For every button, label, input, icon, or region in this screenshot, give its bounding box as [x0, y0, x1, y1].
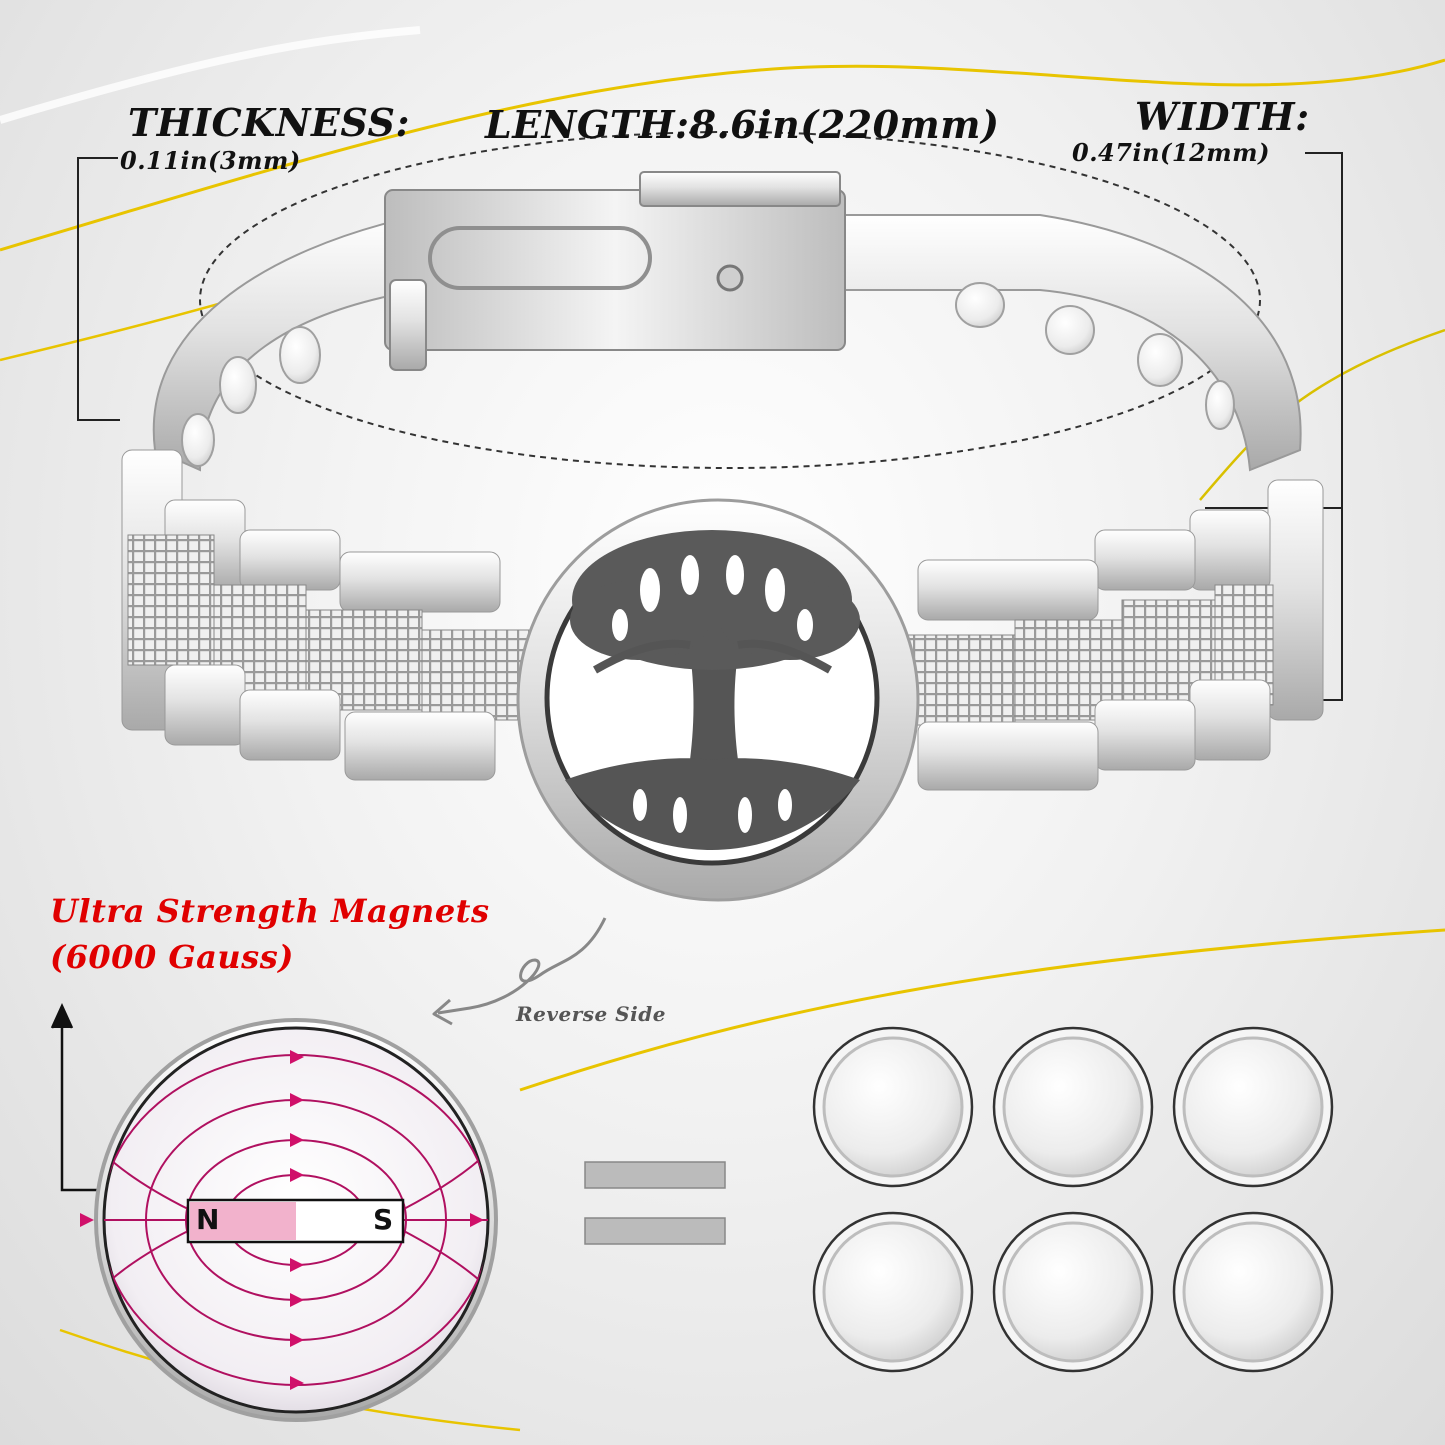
magnet-disc: [992, 1211, 1154, 1373]
north-pole-label: N: [196, 1203, 220, 1236]
equals-sign-icon: [584, 1161, 726, 1245]
magnet-disc: [992, 1026, 1154, 1188]
thickness-label: THICKNESS:: [128, 100, 411, 145]
magnet-disc: [1172, 1026, 1334, 1188]
bracelet-front-right: [904, 479, 1324, 791]
magnet-discs: [812, 1026, 1334, 1373]
curved-arrow-icon: [432, 917, 607, 1026]
bracelet-back: [152, 171, 1302, 472]
magnetic-field-icon: [80, 1018, 498, 1422]
magnet-strength-title: Ultra Strength Magnets: [50, 892, 490, 930]
bracelet-front-left: [121, 449, 543, 781]
tree-of-life-emblem-icon: [516, 498, 920, 902]
magnet-disc: [812, 1211, 974, 1373]
magnet-strength-gauss: (6000 Gauss): [50, 938, 294, 976]
length-label: LENGTH:8.6in(220mm): [485, 102, 1000, 147]
magnet-disc: [812, 1026, 974, 1188]
magnet-disc: [1172, 1211, 1334, 1373]
width-value: 0.47in(12mm): [1072, 138, 1270, 167]
thickness-value: 0.11in(3mm): [120, 146, 301, 175]
south-pole-label: S: [373, 1203, 394, 1236]
length-ellipse: [199, 131, 1261, 469]
reverse-side-label: Reverse Side: [516, 1002, 666, 1026]
width-label: WIDTH:: [1135, 94, 1310, 139]
